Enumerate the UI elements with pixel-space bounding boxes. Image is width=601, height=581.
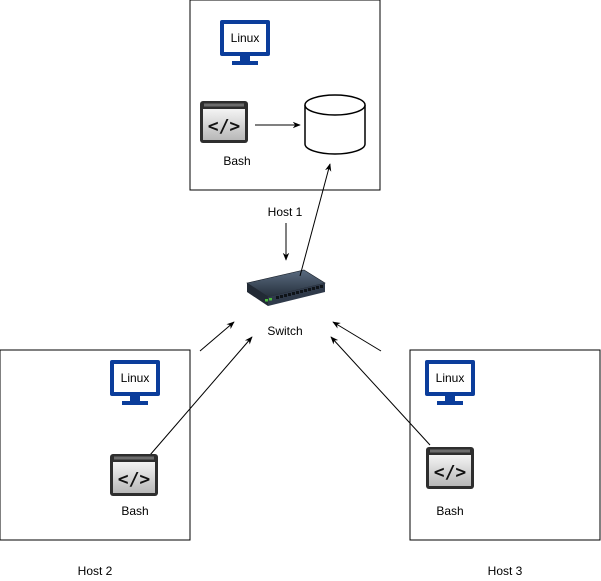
host3-os-label: Linux [436,371,465,385]
host1-os-label: Linux [231,31,260,45]
switch-label: Switch [267,324,302,338]
monitor-icon: Linux [220,20,270,65]
arrow-host3-bash-to-switch [330,336,431,446]
arrow-host2-bash-to-switch [149,336,253,456]
arrow-host3-box-to-switch [332,321,382,352]
host2-shell-label: Bash [121,504,148,518]
host3-box [409,349,601,541]
arrow-host2-box-to-switch [199,321,235,352]
host3-group: Linux </> Bash [409,349,601,541]
svg-text:</>: </> [118,469,151,490]
monitor-icon: Linux [425,360,475,405]
database-cylinder-icon [304,94,366,155]
host2-label: Host 2 [78,564,113,578]
svg-text:</>: </> [434,462,467,483]
network-switch-icon [246,269,326,306]
host1-shell-label: Bash [223,154,250,168]
host3-label: Host 3 [488,564,523,578]
svg-text:</>: </> [208,116,241,137]
monitor-icon: Linux [110,360,160,405]
host2-group: Linux </> Bash [0,349,191,541]
host2-box [0,349,191,541]
terminal-window-icon: </> [200,101,248,143]
host1-label: Host 1 [268,205,303,219]
terminal-window-icon: </> [110,454,158,496]
host2-os-label: Linux [121,371,150,385]
terminal-window-icon: </> [426,447,474,489]
arrow-switch-to-database [299,163,332,277]
host1-box [189,0,381,191]
host1-group: Linux </> Bash [189,0,381,191]
host3-shell-label: Bash [436,504,463,518]
